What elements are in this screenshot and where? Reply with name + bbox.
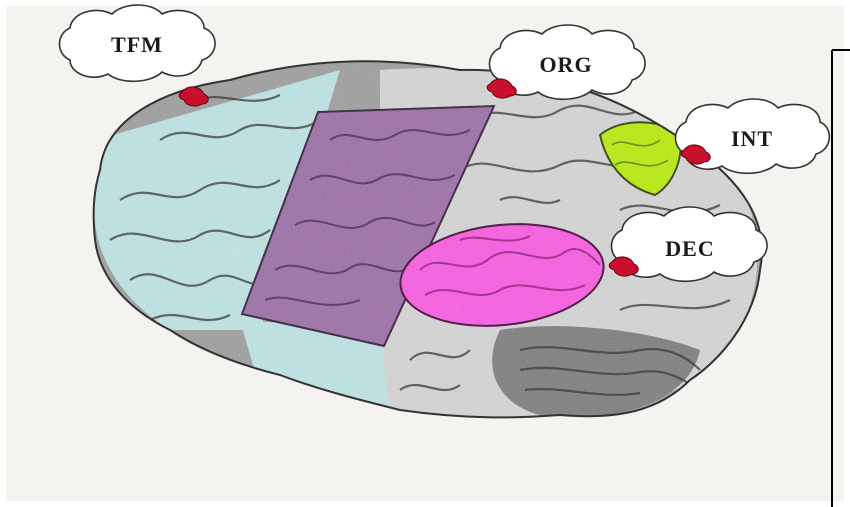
dec-label: DEC (665, 236, 714, 261)
int-label: INT (731, 126, 773, 151)
org-label: ORG (539, 52, 592, 77)
cloud-tfm: TFM (60, 5, 216, 81)
tfm-label: TFM (111, 32, 163, 57)
